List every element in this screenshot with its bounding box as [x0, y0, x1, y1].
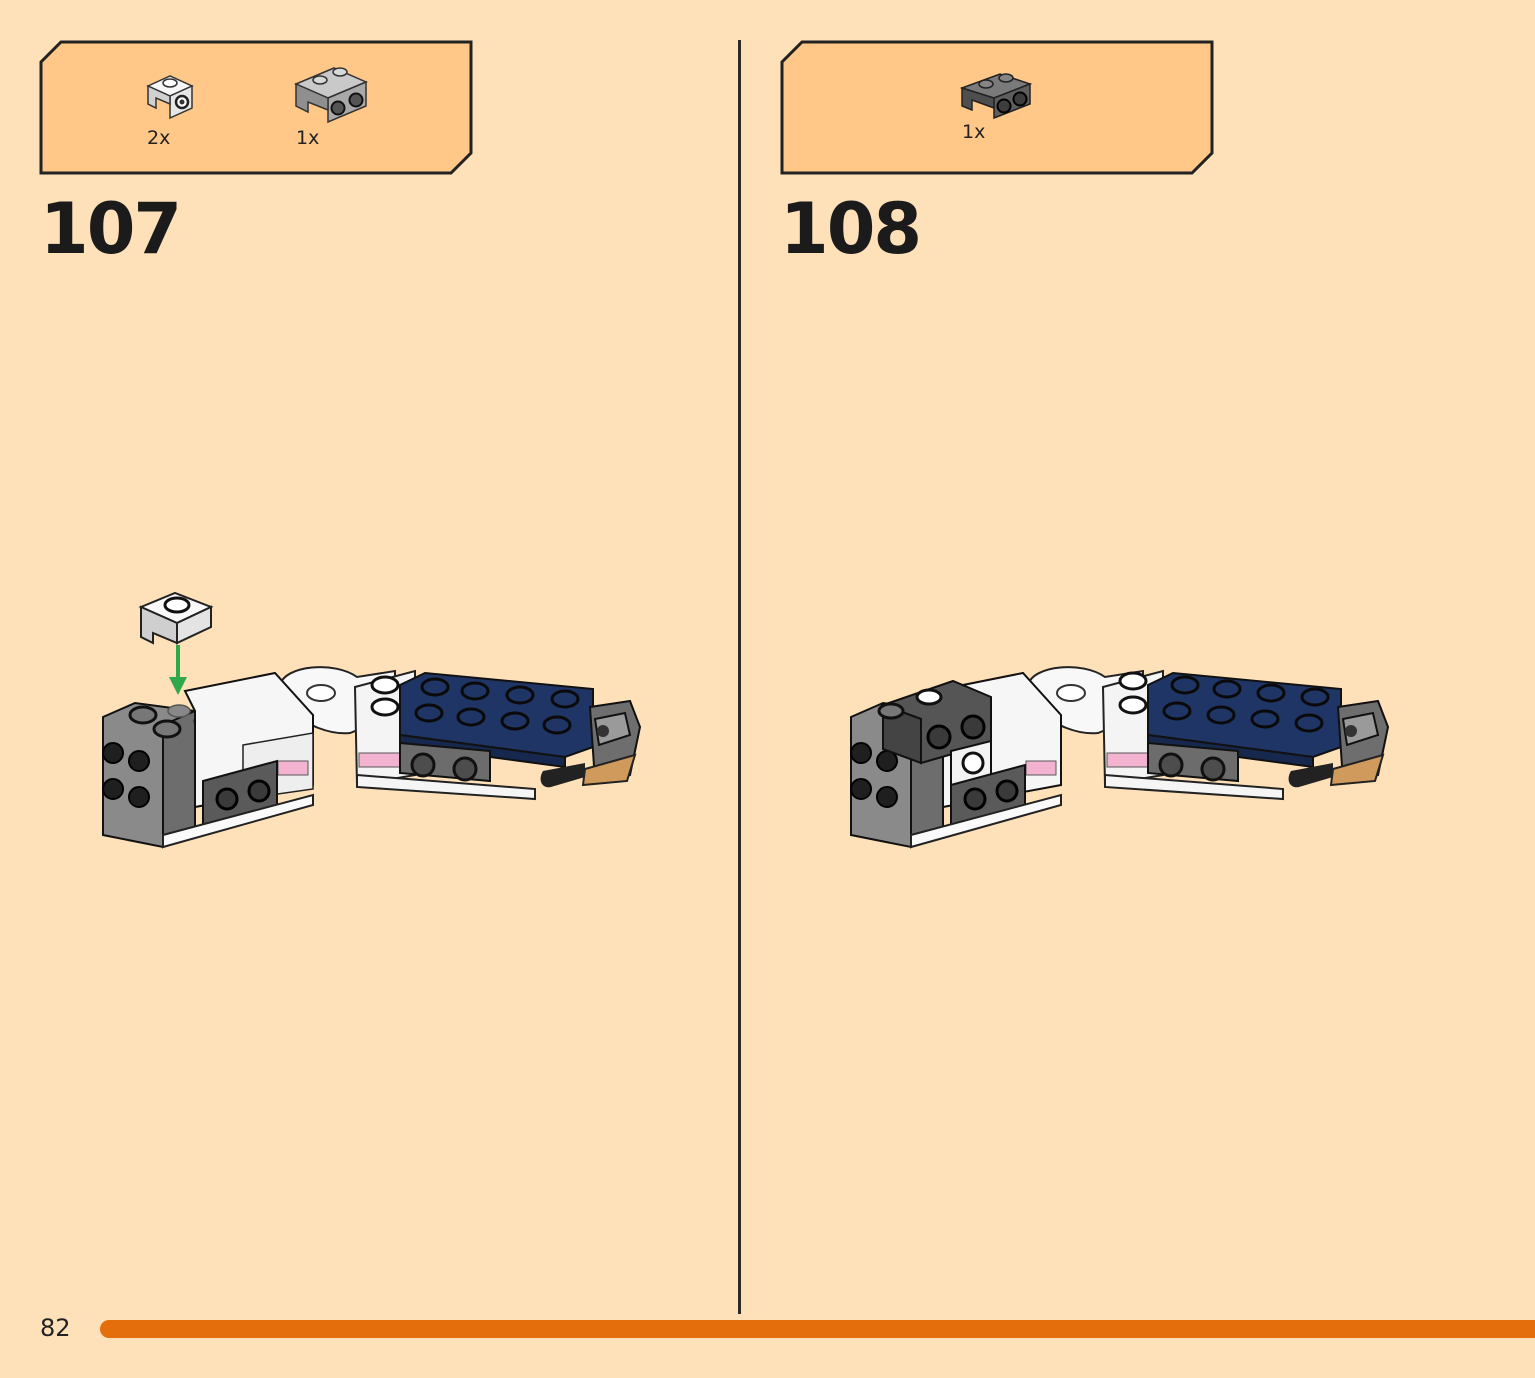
progress-bar: [100, 1320, 1535, 1338]
dark-grey-bracket-1x2-icon: [959, 68, 1033, 129]
new-bracket-part: [138, 591, 214, 645]
page-number: 82: [40, 1314, 71, 1342]
step-divider: [738, 40, 741, 1314]
build-model-107: [95, 585, 650, 860]
parts-callout-108: 1x: [780, 40, 1214, 175]
step-number: 107: [40, 188, 182, 270]
parts-callout-107: 2x 1x: [39, 40, 473, 175]
build-model-108: [843, 585, 1398, 860]
white-bracket-1x1-icon: [144, 72, 196, 129]
step-number: 108: [780, 188, 922, 270]
part-qty: 2x: [147, 127, 171, 149]
grey-bracket-1x2-icon: [294, 64, 368, 129]
part-qty: 1x: [296, 127, 320, 149]
part-qty: 1x: [962, 121, 986, 143]
